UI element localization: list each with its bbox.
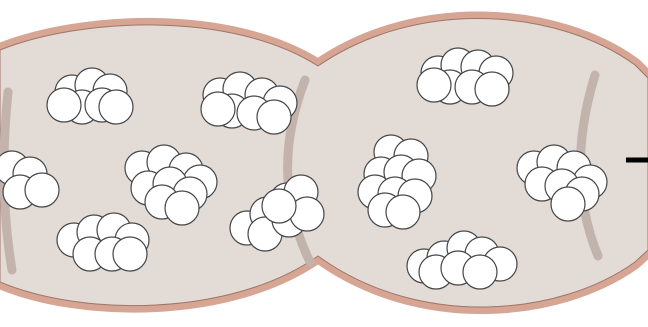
cell-circle xyxy=(113,237,147,271)
cell-cluster xyxy=(417,48,513,106)
cell-circle xyxy=(475,72,509,106)
cell-circle xyxy=(551,187,585,221)
cell-circle xyxy=(25,173,59,207)
cell-circle xyxy=(201,92,235,126)
cell-circle xyxy=(262,189,296,223)
cell-circle xyxy=(386,195,420,229)
cell-circle xyxy=(165,191,199,225)
cell-circle xyxy=(417,68,451,102)
cell-circle xyxy=(47,88,81,122)
cell-circle xyxy=(257,100,291,134)
cell-circle xyxy=(463,255,497,289)
cell-circle xyxy=(99,90,133,124)
